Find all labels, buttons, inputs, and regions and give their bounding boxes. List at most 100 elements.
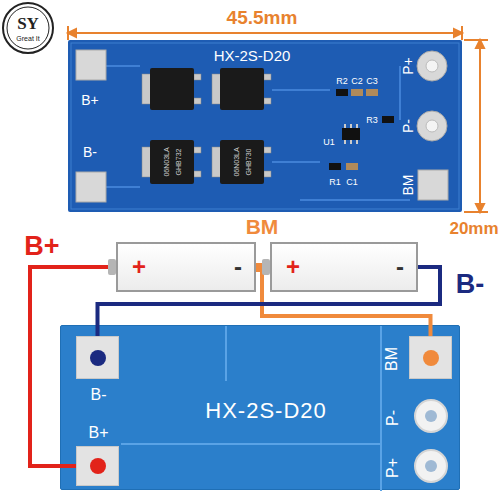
pad-label: P+ [385,458,401,478]
solder-pad: B- [76,336,119,379]
board-divider [225,326,227,381]
wire-label: B+ [22,233,61,260]
silkscreen-label: P+ [401,57,415,75]
photo-part [418,170,448,200]
photo-part [212,147,221,177]
photo-part [426,60,438,72]
silkscreen-label: P- [401,119,415,133]
silkscreen-label: R1 [329,178,341,187]
small-components [329,89,394,170]
photo-part [150,68,264,184]
wire-dot [423,350,439,366]
photo-part [106,65,140,67]
solder-pad: B+ [76,446,119,486]
photo-part [272,89,330,91]
photo-part [350,124,352,128]
photo-part [150,68,194,110]
silkscreen-label: GHB732 [175,149,182,176]
solder-pads [76,50,448,202]
photo-part [346,163,358,170]
pcb-board [68,40,462,212]
wire-dot [90,458,106,474]
solder-pad: BM [409,336,452,379]
photo-part [264,74,271,80]
photo-part [426,120,438,132]
photo-part [329,163,341,170]
silkscreen-label: B- [83,145,97,159]
pad-holes [426,60,438,132]
pad-label: B+ [88,425,108,441]
battery-terminal-nub [262,259,270,275]
photo-part [417,111,447,141]
photo-part [464,39,488,41]
photo-part [76,50,106,80]
photo-part [194,74,201,80]
wire-dot [90,350,106,366]
photo-part [106,66,410,200]
photo-part [356,140,358,144]
photo-part [212,74,221,104]
photo-part [366,89,378,96]
photo-part [71,43,459,209]
photo-part [479,40,481,212]
photo-part [264,147,271,153]
photo-part [342,128,360,140]
silkscreen-label: 06N03LA [233,147,240,176]
silkscreen-label: 06N03LA [163,147,170,176]
photo-part [344,140,346,144]
photo-part [106,186,140,188]
wire-label: B- [454,271,487,298]
photo-part [382,116,394,123]
photo-part [7,7,49,49]
photo-part [356,124,358,128]
pad-hole [425,410,437,422]
photo-part [220,68,264,110]
photo-part [476,204,484,212]
photo-part [150,140,194,184]
photo-part [417,51,447,81]
photo-part [3,3,53,53]
silkscreen-label: C2 [351,77,363,86]
photo-part [68,29,76,37]
silkscreen-label: HX-2S-D20 [214,48,291,63]
bms-board: HX-2S-D20 B- BM P- B+ P+ [60,325,460,490]
terminal-sign: + [286,255,300,279]
photo-part [300,199,410,201]
board-marking: HX-2S-D20 [205,400,326,422]
photo-part [344,124,346,128]
battery-cell: +- [262,242,418,292]
terminal-sign: - [396,255,404,279]
pad-label: B- [91,387,107,403]
battery-terminal-nub [108,259,116,275]
dimension-label: SY [17,15,39,32]
mosfet-packages [142,68,271,184]
photo-part [454,29,462,37]
photo-part [264,171,271,177]
silkscreen-label: Great It [16,35,39,42]
brand-logo [3,3,53,53]
output-pad: P+ [414,449,448,483]
silkscreen-label: R3 [366,116,378,125]
output-pad: P- [414,399,448,433]
photo-part [344,124,358,144]
silkscreen-label: R2 [336,77,348,86]
photo-part [336,89,348,96]
photo-part [68,40,462,212]
photo-part [194,147,201,153]
silkscreen-label: BM [401,175,415,196]
silkscreen-label: U1 [323,138,335,147]
photo-part [272,161,320,163]
wire-label: BM [244,216,281,237]
photo-part [476,40,484,48]
photo-part [194,171,201,177]
silkscreen-label: C3 [366,77,378,86]
photo-part [194,98,201,104]
terminal-sign: + [132,255,146,279]
silkscreen-label: C1 [346,178,358,187]
battery-body: +- [116,242,256,292]
photo-part [76,172,106,202]
pad-label: P- [385,410,401,426]
photo-part [68,32,462,34]
photo-part [350,140,352,144]
